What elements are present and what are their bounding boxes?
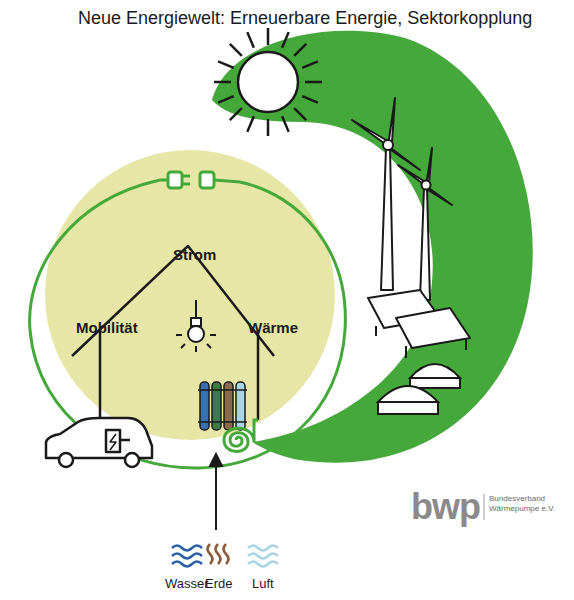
sun-ray	[282, 32, 289, 48]
sun-ray	[247, 32, 254, 48]
diagram-title: Neue Energiewelt: Erneuerbare Energie, S…	[78, 8, 532, 29]
source-label: Wasser	[165, 576, 209, 591]
sun-ray	[230, 44, 242, 56]
green-swirl	[212, 31, 533, 463]
power-ring	[30, 180, 346, 468]
ground-arrow	[210, 454, 222, 530]
car-icon	[46, 418, 152, 467]
sector-circle: StromMobilität Wärme	[45, 150, 335, 440]
power-circle	[45, 150, 335, 440]
solar-panels	[368, 290, 470, 358]
sun-ray	[230, 108, 242, 120]
radiator-icon	[198, 382, 247, 430]
logo-separator	[484, 494, 485, 520]
logo-mark: bwp	[411, 486, 480, 528]
biogas-domes	[378, 364, 460, 414]
sector-label: Wärme	[248, 319, 298, 336]
sun-ray	[214, 81, 231, 84]
source-label: Luft	[252, 576, 274, 591]
sun-ray	[267, 119, 270, 136]
sun-ray	[294, 108, 306, 120]
sun-ray	[302, 96, 318, 103]
logo-text: Bundesverband Wärmepumpe e.V.	[489, 494, 555, 515]
lamp-icon	[176, 300, 216, 352]
sun-ray	[218, 96, 234, 103]
sun-ray	[305, 81, 322, 84]
sun-ray	[267, 28, 270, 45]
sun-ray	[282, 116, 289, 132]
sector-label: Strom	[173, 246, 216, 263]
sun-ray	[247, 116, 254, 132]
sector-label: Mobilität	[76, 319, 138, 336]
source-label: Erde	[205, 576, 232, 591]
sun-ray	[294, 44, 306, 56]
plug-icon	[160, 172, 240, 188]
heat-pump-spiral	[224, 420, 258, 452]
house-icon	[72, 246, 274, 440]
source-icons	[172, 544, 278, 567]
sun-ray	[218, 61, 234, 68]
wind-turbines	[352, 98, 452, 300]
sun-icon	[214, 28, 322, 136]
sun-ray	[302, 61, 318, 68]
